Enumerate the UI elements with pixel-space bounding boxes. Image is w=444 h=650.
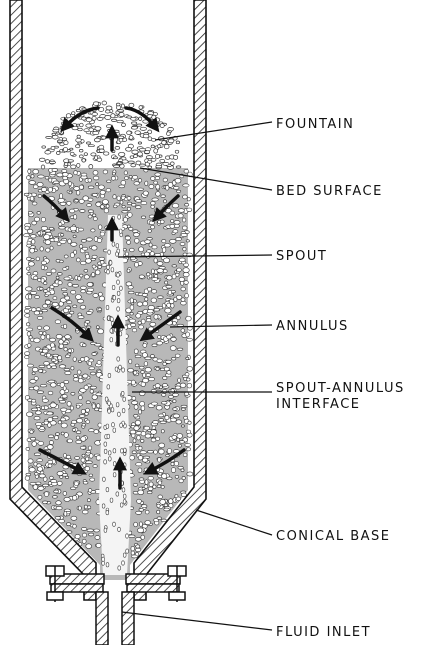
label-fountain: FOUNTAIN bbox=[276, 117, 354, 132]
inlet-pipe-right-wall bbox=[122, 592, 134, 645]
left-flange-lower bbox=[51, 584, 103, 592]
label-annulus: ANNULUS bbox=[276, 319, 349, 334]
fountain-particles bbox=[39, 101, 181, 169]
label-interface-line2: INTERFACE bbox=[276, 397, 361, 412]
fluid-inlet-leader bbox=[122, 612, 272, 630]
label-interface-line1: SPOUT-ANNULUS bbox=[276, 381, 405, 396]
conical-base-leader bbox=[196, 510, 272, 535]
label-bed-surface: BED SURFACE bbox=[276, 184, 383, 199]
label-fluid-inlet: FLUID INLET bbox=[276, 625, 371, 640]
label-spout: SPOUT bbox=[276, 249, 327, 264]
right-flange-lower bbox=[127, 584, 179, 592]
label-conical-base: CONICAL BASE bbox=[276, 529, 391, 544]
inlet-pipe-left-wall bbox=[96, 592, 108, 645]
